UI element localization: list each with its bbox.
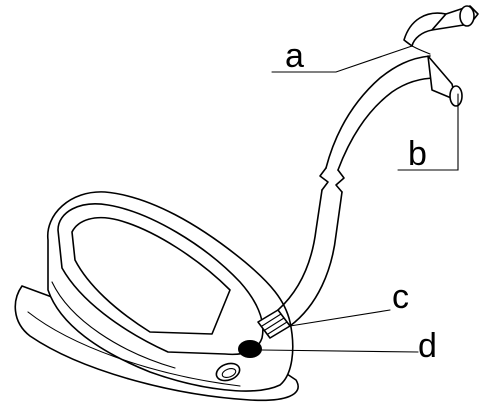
hose: [277, 55, 437, 327]
label-d: d: [418, 327, 437, 365]
funnel-opening-inner: [71, 216, 231, 335]
hose-break-right: [335, 169, 345, 193]
leader-line-c: [289, 309, 391, 327]
funnel-vent-hole: [215, 362, 241, 382]
funnel-side-crease: [51, 281, 176, 369]
clip-a-band: [403, 39, 431, 55]
hose-lower-right: [289, 191, 343, 327]
funnel-vent-hole-inner: [221, 367, 237, 379]
leader-lines: [261, 45, 459, 353]
hose-upper-left: [325, 55, 431, 169]
clip-a: [403, 5, 479, 55]
leader-line-a: [271, 45, 413, 73]
hose-lower-left: [277, 189, 323, 311]
fitting-b: [427, 55, 463, 107]
label-a: a: [285, 37, 304, 75]
outlet-port-d: [238, 340, 262, 358]
fitting-b-tip: [449, 85, 463, 107]
funnel-lower-edge: [27, 311, 241, 387]
hose-upper-right: [337, 77, 437, 171]
label-c: c: [392, 278, 409, 316]
funnel-body: [14, 191, 299, 402]
label-b: b: [408, 135, 427, 173]
clip-a-end: [459, 5, 475, 27]
hose-break-left: [319, 167, 329, 191]
leader-line-b: [397, 93, 459, 171]
leader-line-d: [261, 349, 419, 353]
